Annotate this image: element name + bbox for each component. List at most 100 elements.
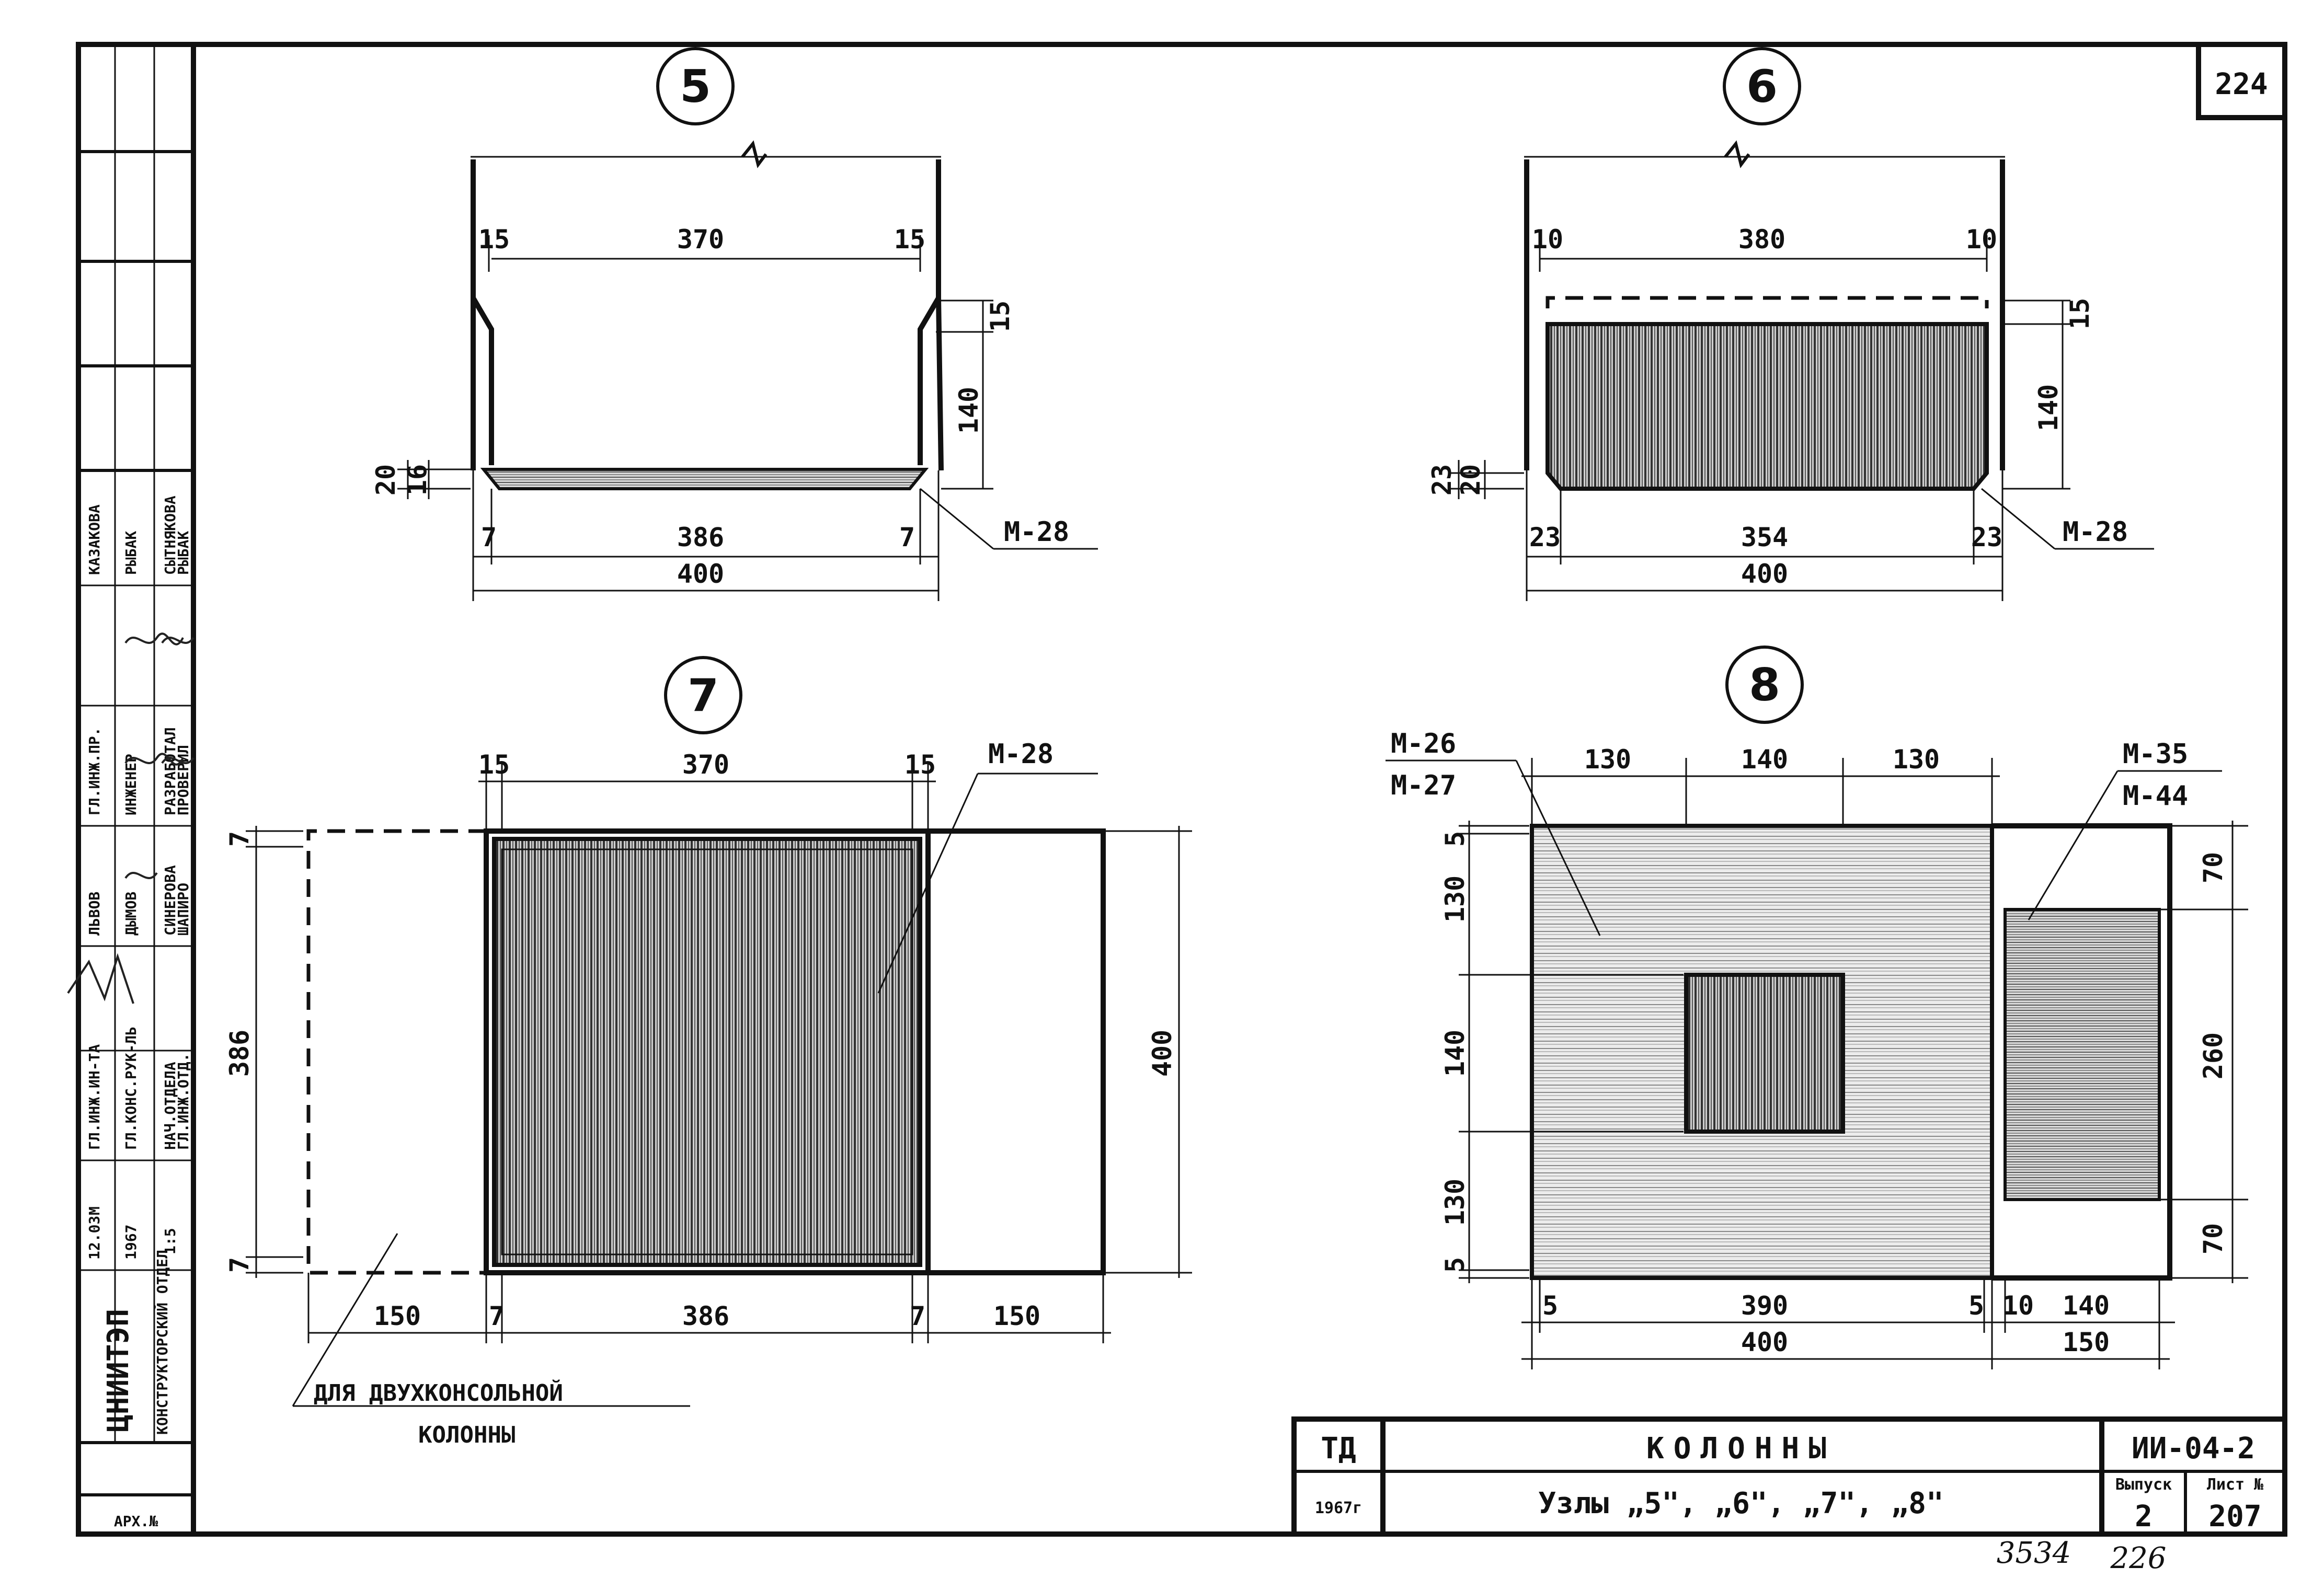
n7-dim-top-3: 15	[905, 750, 936, 780]
stamp-name-3: СИНЕРОВА	[162, 865, 179, 936]
node-6: 6	[1448, 47, 2154, 601]
n8-dim-left-2: 130	[1440, 875, 1470, 923]
n8-dim-bot-5: 140	[2063, 1291, 2110, 1321]
n8-dim-left-4: 130	[1440, 1179, 1470, 1226]
stamp-year: 1967	[122, 1225, 140, 1260]
tb-code: ИИ-04-2	[2132, 1432, 2255, 1466]
node-8-label: 8	[1749, 659, 1780, 711]
tb-issue-value: 2	[2135, 1500, 2153, 1534]
side-stamp	[78, 44, 193, 1496]
signatures	[67, 632, 194, 1004]
handwritten-number-2: 226	[2110, 1541, 2167, 1575]
n8-dim-top-3: 130	[1893, 744, 1940, 775]
n6-dim-top-2: 380	[1738, 224, 1785, 255]
sheet-frame	[76, 42, 2287, 1537]
n6-dim-right-1: 15	[2065, 298, 2095, 329]
n8-dim-left-3: 140	[1440, 1030, 1470, 1077]
stamp-name-1: ЛЬВОВ	[86, 892, 103, 936]
n8-dim-total: 400	[1741, 1327, 1788, 1357]
n7-mark: М-28	[988, 739, 1054, 770]
stamp-role2-4: ПРОВЕРИЛ	[175, 745, 192, 815]
n8-mark-left-top: М-26	[1391, 728, 1456, 759]
n7-dim-top-1: 15	[478, 750, 510, 780]
n8-dim-bot-3: 5	[1968, 1291, 1984, 1321]
stamp-role-2: ГЛ.КОНС.РУК-ЛЬ	[122, 1027, 140, 1150]
stamp-name2-3: СЫТНЯКОВА	[162, 496, 179, 575]
node-7: 7	[246, 656, 1192, 1407]
n6-dim-bot-3: 23	[1971, 522, 2002, 552]
n8-dim-right-1: 70	[2198, 852, 2228, 883]
n6-dim-bot-1: 23	[1529, 522, 1561, 552]
stamp-role2-1: ГЛ.ИНЖ.ПР.	[86, 727, 103, 815]
stamp-name-2: ДЫМОВ	[122, 892, 140, 936]
tb-sheet-label: Лист №	[2207, 1476, 2264, 1494]
stamp-dept: КОНСТРУКТОРСКИЙ ОТДЕЛ	[153, 1250, 171, 1435]
n7-note-line1: ДЛЯ ДВУХКОНСОЛЬНОЙ	[314, 1379, 563, 1407]
node-5-label: 5	[680, 61, 711, 113]
n8-mark-left-bottom: М-27	[1391, 770, 1456, 801]
stamp-role-1: ГЛ.ИНЖ.ИН-ТА	[86, 1044, 103, 1150]
stamp-scale-label: М	[86, 1206, 103, 1215]
stamp-scale: 1:5	[162, 1228, 179, 1254]
n7-note-line2: КОЛОННЫ	[418, 1422, 515, 1448]
n8-dim-total-right: 150	[2063, 1327, 2110, 1357]
stamp-name2-4: РЫБАК	[175, 531, 192, 575]
n7-dim-left-1: 7	[224, 831, 255, 847]
n7-dim-bot-5: 150	[993, 1301, 1040, 1331]
stamp-arch-no: АРХ.№	[114, 1513, 158, 1530]
n5-mark: М-28	[1004, 516, 1069, 548]
tb-year: 1967г	[1315, 1499, 1362, 1517]
n6-dim-left-2: 20	[1456, 464, 1486, 496]
node-5: 5	[397, 47, 1098, 601]
tb-sheet-value: 207	[2208, 1500, 2261, 1534]
sheet-number: 224	[2215, 67, 2268, 101]
stamp-name2-1: КАЗАКОВА	[86, 504, 103, 575]
n5-dim-bot-2: 386	[677, 522, 724, 552]
tb-subtitle: Узлы „5", „6", „7", „8"	[1538, 1487, 1943, 1520]
n8-dim-left-1: 5	[1440, 831, 1470, 847]
stamp-role-4: ГЛ.ИНЖ.ОТД.	[175, 1053, 192, 1150]
n6-dim-top-1: 10	[1532, 224, 1563, 255]
title-block	[1291, 1416, 2287, 1537]
n7-dim-bot-2: 7	[489, 1301, 505, 1331]
n8-dim-left-5: 5	[1440, 1257, 1470, 1273]
n8-dim-right-2: 260	[2198, 1032, 2228, 1079]
stamp-role-3: НАЧ.ОТДЕЛА	[162, 1062, 179, 1150]
n7-dim-right: 400	[1147, 1030, 1177, 1077]
n6-dim-left-1: 23	[1427, 464, 1457, 496]
n7-dim-left-3: 7	[224, 1257, 255, 1273]
n8-dim-top-2: 140	[1741, 744, 1788, 775]
node-8: 8	[1386, 646, 2248, 1369]
n5-dim-left-2: 16	[402, 464, 432, 496]
stamp-role2-3: РАЗРАБОТАЛ	[162, 727, 179, 815]
n6-dim-bot-2: 354	[1741, 522, 1788, 552]
n7-dim-bot-1: 150	[374, 1301, 421, 1331]
n6-dim-right-2: 140	[2033, 384, 2064, 431]
n5-dim-bot-1: 7	[481, 522, 497, 552]
n7-dim-bot-3: 386	[682, 1301, 729, 1331]
n8-mark-right-top: М-35	[2123, 739, 2188, 770]
n7-dim-bot-4: 7	[910, 1301, 925, 1331]
stamp-date: 12.03	[86, 1216, 103, 1260]
stamp-name-4: ШАПИРО	[175, 883, 192, 936]
node-7-label: 7	[688, 670, 719, 722]
n6-dim-total: 400	[1741, 559, 1788, 589]
handwritten-number-1: 3534	[1997, 1536, 2071, 1570]
n6-dim-top-3: 10	[1966, 224, 1997, 255]
n5-dim-right-2: 140	[954, 387, 984, 434]
n5-dim-top-3: 15	[894, 224, 925, 255]
stamp-role2-2: ИНЖЕНЕР	[122, 754, 140, 815]
n8-dim-bot-1: 5	[1542, 1291, 1558, 1321]
n5-dim-top-2: 370	[677, 224, 724, 255]
n8-dim-bot-2: 390	[1741, 1291, 1788, 1321]
n5-dim-total: 400	[677, 559, 724, 589]
stamp-name2-2: РЫБАК	[122, 531, 140, 575]
stamp-org: ЦНИИТЭП	[101, 1309, 135, 1432]
n8-dim-top-1: 130	[1584, 744, 1631, 775]
tb-series: ТД	[1321, 1432, 1356, 1466]
tb-issue-label: Выпуск	[2115, 1476, 2172, 1494]
n5-dim-left-1: 20	[371, 464, 401, 496]
n5-dim-right-1: 15	[985, 301, 1015, 332]
n6-mark: М-28	[2063, 516, 2128, 548]
